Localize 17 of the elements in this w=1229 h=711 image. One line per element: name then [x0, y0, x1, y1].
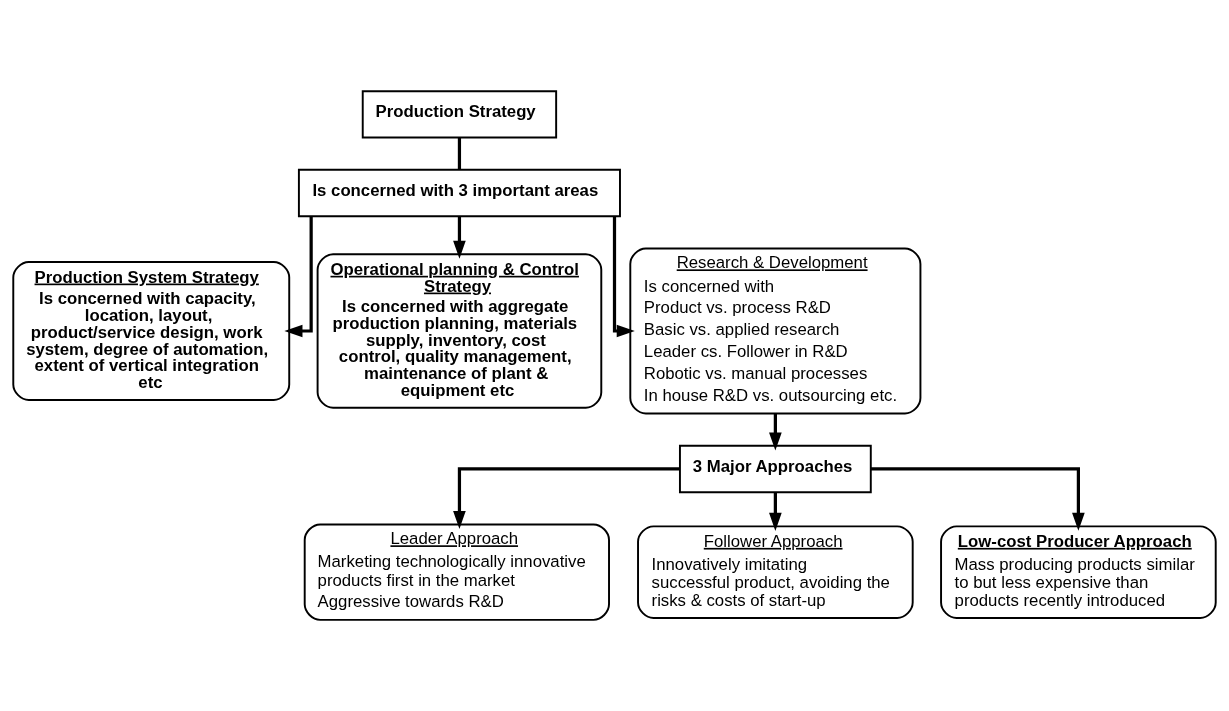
node-box: Low-cost Producer Approach Mass producing products similar to but less expensive than products recently introduced: [940, 525, 1217, 619]
arrow: [612, 216, 635, 338]
node-box: Leader Approach Marketing technologically innovative products first in the market Aggressive towards R&D: [303, 523, 610, 621]
arrow: [453, 216, 466, 259]
node-box: Production System Strategy Is concerned with capacity, location, layout, product/service design, work system, degree of automation, extent of vertical integration etc: [12, 261, 291, 401]
node-box: Research & Development Is concerned with Product vs. process R&D Basic vs. applied research Leader cs. Follower in R&D Robotic vs. manual processes In house R&D vs. outsourcing etc.: [629, 247, 922, 415]
arrow: [284, 216, 313, 338]
arrow: [769, 492, 782, 531]
node-box: Operational planning & Control Strategy Is concerned with aggregate production planning, materials supply, inventory, cost control, quality management, maintenance of plant & equipment etc: [316, 253, 603, 409]
node-box: 3 Major Approaches: [678, 444, 872, 494]
arrow: [870, 467, 1085, 531]
arrow: [453, 467, 680, 530]
connector: [457, 137, 462, 170]
node-box: Production Strategy: [361, 90, 558, 139]
node-box: Is concerned with 3 important areas: [297, 168, 621, 218]
node-box: Follower Approach Innovatively imitating successful product, avoiding the risks & costs of start-up: [637, 525, 914, 619]
arrow: [769, 413, 782, 451]
